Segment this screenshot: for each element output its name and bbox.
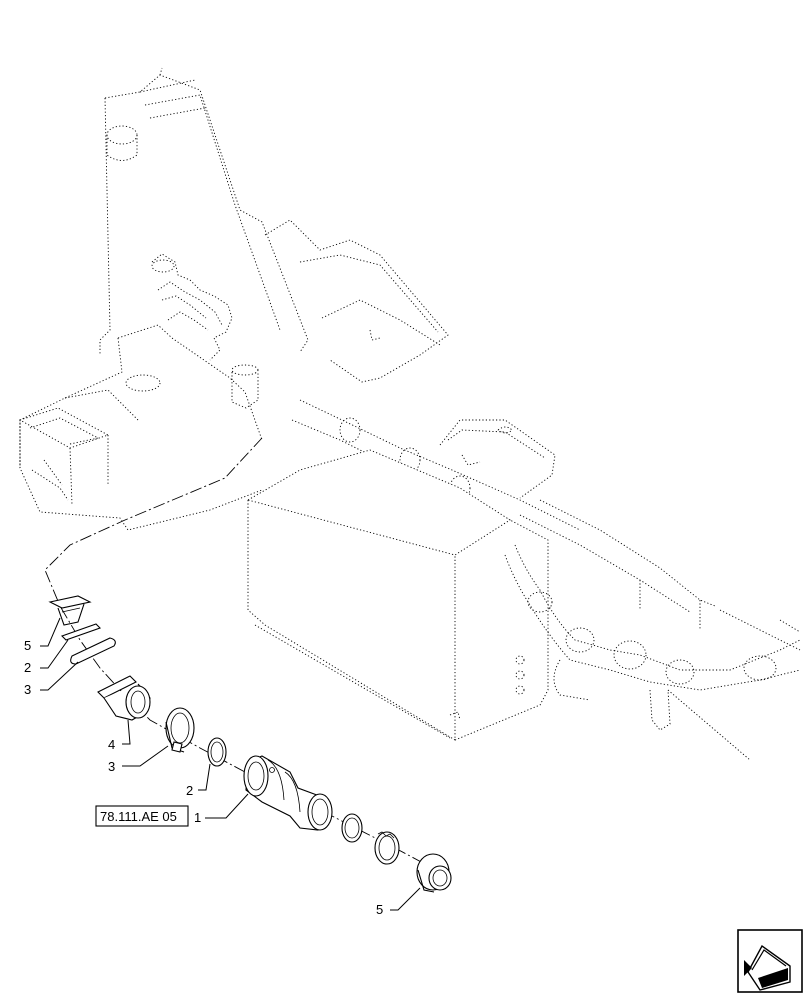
part-1-fitting <box>243 755 333 831</box>
callout-5-bottom: 5 <box>376 902 383 917</box>
callout-2-mid: 2 <box>186 783 193 798</box>
reference-link[interactable]: 78.111.AE 05 <box>95 805 189 827</box>
reference-code: 78.111.AE 05 <box>100 809 177 824</box>
callout-3-mid: 3 <box>108 759 115 774</box>
part-clamp-lower <box>374 831 400 865</box>
part-3-clamp-mid <box>165 707 195 753</box>
part-5-seal-lower <box>416 853 452 893</box>
part-2-ring-mid <box>207 737 227 767</box>
part-5-seal-upper <box>48 595 92 626</box>
callout-1-main: 1 <box>194 810 201 825</box>
part-3-clamp-upper <box>70 637 116 665</box>
callout-4-mid: 4 <box>108 737 115 752</box>
callout-5-top: 5 <box>24 638 31 653</box>
callout-3-top: 3 <box>24 682 31 697</box>
callout-leaders <box>40 617 421 911</box>
previous-page-icon[interactable] <box>737 929 803 993</box>
chassis-frame-ghost <box>18 67 801 761</box>
part-4-elbow-seal <box>97 675 151 721</box>
part-2-ring-upper <box>60 623 102 641</box>
callout-2-top: 2 <box>24 660 31 675</box>
part-ring-lower-a <box>341 813 363 843</box>
